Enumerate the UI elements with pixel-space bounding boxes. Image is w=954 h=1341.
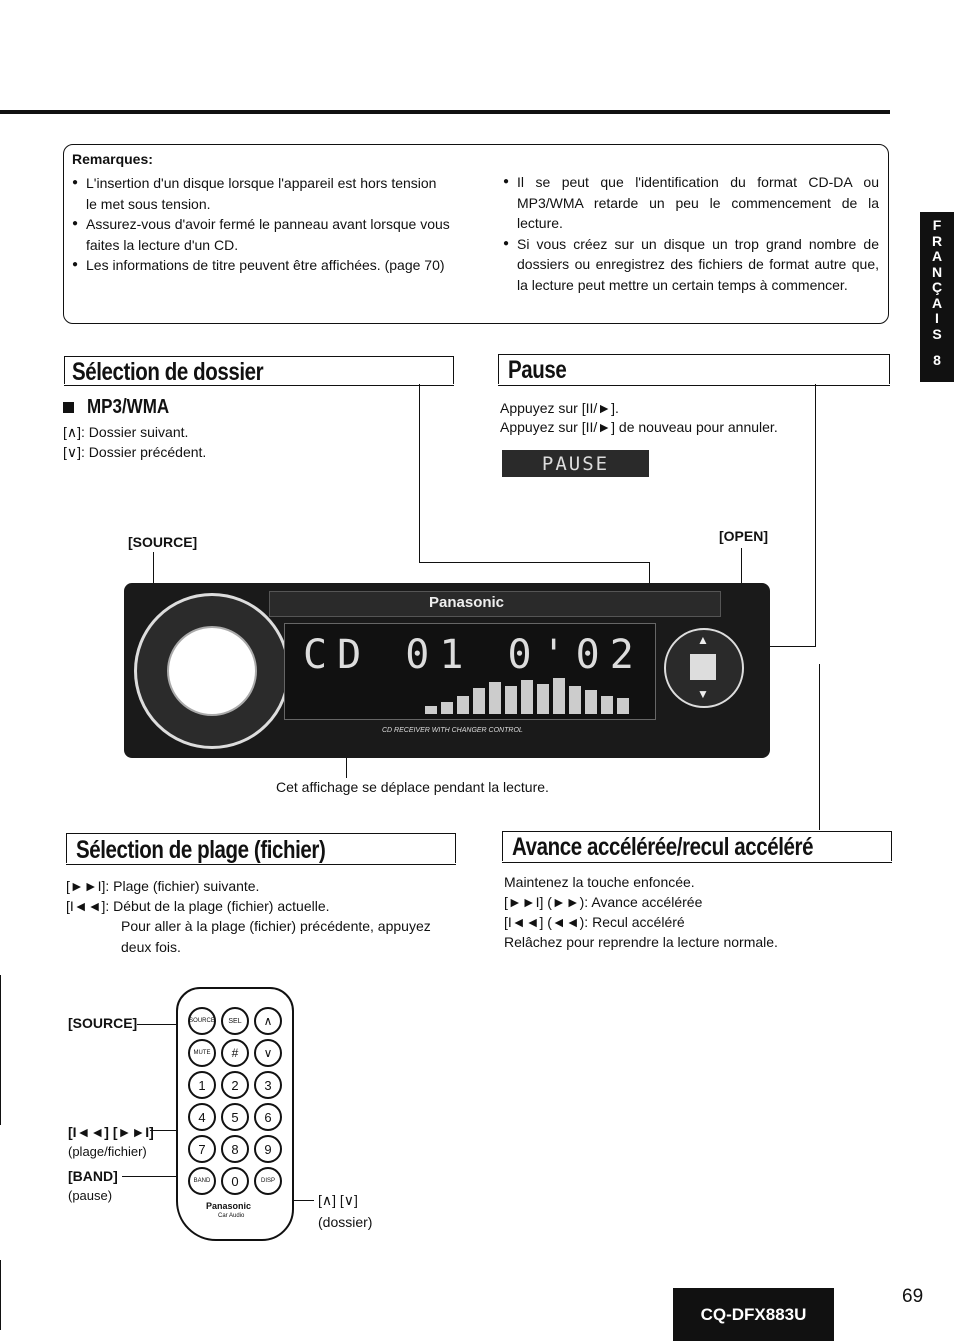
remote-key-2[interactable]: 2 bbox=[221, 1071, 249, 1099]
pause-text-2: Appuyez sur [II/►] de nouveau pour annul… bbox=[500, 419, 778, 435]
ff-text-4: Relâchez pour reprendre la lecture norma… bbox=[504, 934, 778, 950]
remote-brand: Panasonic bbox=[206, 1201, 252, 1211]
remote-source-label: [SOURCE] bbox=[68, 1015, 138, 1031]
remote-sel-button[interactable]: SEL bbox=[221, 1007, 249, 1035]
remote-folder-caption: (dossier) bbox=[318, 1214, 373, 1230]
remote-mute-button[interactable]: MUTE bbox=[188, 1039, 216, 1067]
remote-keypad: SOURCE SEL ∧ MUTE # ∨ 1 2 3 4 5 6 7 8 9 … bbox=[188, 1007, 284, 1195]
ff-text-2: [►►I] (►►): Avance accélérée bbox=[504, 894, 703, 910]
ff-text-1: Maintenez la touche enfoncée. bbox=[504, 874, 695, 890]
folder-heading-frame bbox=[64, 356, 454, 386]
display-digits: CD 01 0'02 bbox=[303, 632, 644, 678]
model-badge: CQ-DFX883U bbox=[673, 1288, 834, 1341]
source-label: [SOURCE] bbox=[128, 534, 198, 550]
open-label: [OPEN] bbox=[719, 528, 768, 544]
remote-up-button[interactable]: ∧ bbox=[254, 1007, 282, 1035]
model-text: CQ-DFX883U bbox=[700, 1304, 807, 1324]
remote-control: SOURCE SEL ∧ MUTE # ∨ 1 2 3 4 5 6 7 8 9 … bbox=[176, 987, 294, 1241]
head-unit-faceplate: Panasonic CD 01 0'02 CD RECEIVER WITH CH… bbox=[124, 583, 770, 758]
tab-letter: F bbox=[932, 217, 942, 233]
track-next-text: [►►I]: Plage (fichier) suivante. bbox=[66, 878, 260, 894]
spectrum-analyzer bbox=[425, 678, 629, 714]
main-display: CD 01 0'02 bbox=[284, 623, 656, 720]
pause-heading-frame bbox=[498, 354, 890, 386]
remote-source-button[interactable]: SOURCE bbox=[188, 1007, 216, 1035]
tab-letter: N bbox=[931, 263, 943, 280]
tab-number: 8 bbox=[933, 352, 941, 368]
track-heading-frame bbox=[66, 833, 456, 865]
pause-display-text: PAUSE bbox=[541, 452, 610, 475]
display-caption: Cet affichage se déplace pendant la lect… bbox=[276, 779, 549, 795]
remote-key-8[interactable]: 8 bbox=[221, 1135, 249, 1163]
ff-section-title: Avance accélérée/recul accéléré bbox=[512, 833, 814, 861]
folder-prev-text: [∨]: Dossier précédent. bbox=[63, 444, 207, 460]
remote-disp-button[interactable]: DISP bbox=[254, 1167, 282, 1195]
top-rule bbox=[0, 110, 890, 114]
remark-item: Les informations de titre peuvent être a… bbox=[72, 255, 450, 276]
pause-section-title: Pause bbox=[508, 356, 567, 384]
tab-letter: I bbox=[935, 310, 939, 326]
band-button[interactable] bbox=[690, 654, 716, 680]
remarks-box bbox=[63, 144, 889, 324]
control-pad[interactable]: ▲ ▼ bbox=[664, 628, 744, 708]
remote-key-9[interactable]: 9 bbox=[254, 1135, 282, 1163]
remark-item: L'insertion d'un disque lorsque l'appare… bbox=[72, 173, 450, 214]
tab-letter: S bbox=[932, 325, 942, 342]
remote-track-label: [I◄◄] [►►I] bbox=[68, 1124, 154, 1140]
folder-subtitle: MP3/WMA bbox=[87, 396, 170, 418]
remote-band-label: [BAND] bbox=[68, 1168, 118, 1184]
remarks-right-list: Il se peut que l'identification du forma… bbox=[503, 172, 879, 295]
down-arrow-icon[interactable]: ▼ bbox=[697, 687, 709, 701]
track-start-text: [I◄◄]: Début de la plage (fichier) actue… bbox=[66, 898, 330, 914]
remote-number-button[interactable]: # bbox=[221, 1039, 249, 1067]
up-arrow-icon[interactable]: ▲ bbox=[697, 633, 709, 647]
remote-brand-sub: Car Audio bbox=[218, 1213, 245, 1219]
remote-key-6[interactable]: 6 bbox=[254, 1103, 282, 1131]
remote-key-3[interactable]: 3 bbox=[254, 1071, 282, 1099]
remote-key-7[interactable]: 7 bbox=[188, 1135, 216, 1163]
remote-band-button[interactable]: BAND bbox=[188, 1167, 216, 1195]
remote-key-1[interactable]: 1 bbox=[188, 1071, 216, 1099]
volume-knob-ring[interactable] bbox=[134, 593, 290, 749]
folder-next-text: [∧]: Dossier suivant. bbox=[63, 424, 189, 440]
ff-text-3: [I◄◄] (◄◄): Recul accéléré bbox=[504, 914, 685, 930]
square-bullet-icon bbox=[63, 402, 74, 413]
tab-letter: A bbox=[931, 248, 943, 264]
remote-band-caption: (pause) bbox=[68, 1188, 113, 1203]
remark-item: Il se peut que l'identification du forma… bbox=[503, 172, 879, 234]
track-section-title: Sélection de plage (fichier) bbox=[76, 836, 326, 864]
ff-heading-frame bbox=[502, 831, 892, 863]
remote-down-button[interactable]: ∨ bbox=[254, 1039, 282, 1067]
tab-letter: Ç bbox=[931, 279, 943, 295]
track-prev-text: Pour aller à la plage (fichier) précéden… bbox=[121, 918, 431, 955]
brand-logo: Panasonic bbox=[429, 594, 505, 611]
pause-text-1: Appuyez sur [II/►]. bbox=[500, 400, 619, 416]
remark-item: Si vous créez sur un disque un trop gran… bbox=[503, 234, 879, 296]
remote-key-0[interactable]: 0 bbox=[221, 1167, 249, 1195]
folder-section-title: Sélection de dossier bbox=[72, 358, 264, 386]
tab-letter: R bbox=[931, 232, 943, 249]
remote-key-5[interactable]: 5 bbox=[221, 1103, 249, 1131]
remote-track-caption: (plage/fichier) bbox=[68, 1144, 147, 1159]
page-number: 69 bbox=[902, 1286, 924, 1307]
remote-key-4[interactable]: 4 bbox=[188, 1103, 216, 1131]
volume-knob[interactable] bbox=[167, 626, 257, 716]
language-tab: F R A N Ç A I S 8 bbox=[920, 212, 954, 382]
remote-folder-label: [∧] [∨] bbox=[318, 1192, 358, 1208]
remark-item: Assurez-vous d'avoir fermé le panneau av… bbox=[72, 214, 450, 255]
tab-letter: A bbox=[931, 294, 943, 311]
pause-display: PAUSE bbox=[502, 450, 649, 477]
model-strip: CD RECEIVER WITH CHANGER CONTROL bbox=[382, 727, 523, 734]
remarks-left-list: L'insertion d'un disque lorsque l'appare… bbox=[72, 173, 450, 276]
remarks-title: Remarques: bbox=[72, 151, 153, 167]
